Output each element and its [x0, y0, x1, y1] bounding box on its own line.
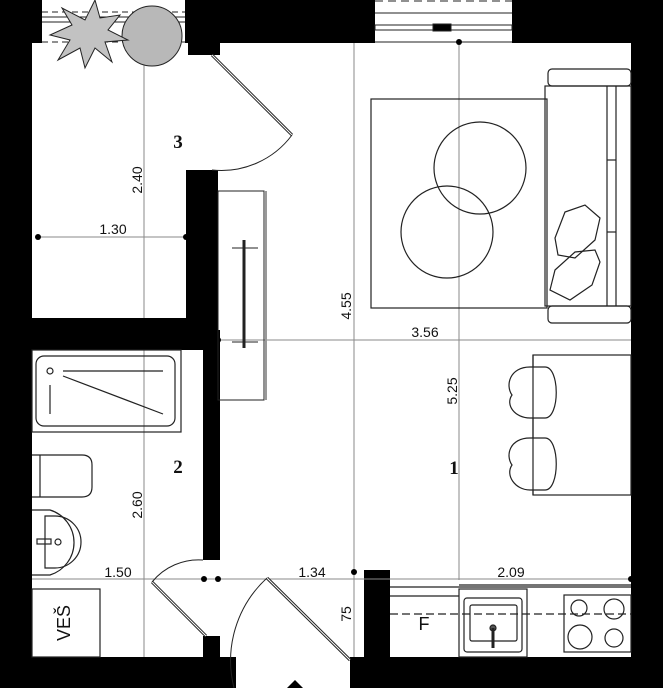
door-bathroom: [150, 559, 208, 638]
kitchen-counter: [390, 584, 632, 658]
room-label-1: 1: [449, 458, 459, 479]
door-entry: [230, 576, 352, 688]
door-room3: [210, 53, 294, 171]
wall-bath-right: [203, 330, 220, 560]
plant-round-icon: [121, 5, 183, 67]
dim-living-height: 4.55: [338, 292, 354, 319]
bathtub: [31, 349, 182, 433]
dim-kitchen-width: 2.09: [497, 564, 524, 580]
wardrobe: [217, 190, 267, 401]
toilet: [32, 454, 93, 498]
wall-entry-stub-left: [203, 636, 220, 658]
window-top-right: [374, 0, 513, 43]
bathroom-sink: [32, 509, 82, 576]
dimension-dots: [35, 39, 634, 582]
dim-hall-width: 1.34: [298, 564, 325, 580]
wall-entry-stub-right: [364, 570, 390, 660]
dim-kitchen-height: 5.25: [444, 377, 460, 404]
wall-top-left: [0, 0, 42, 43]
dim-living-width: 3.56: [411, 324, 438, 340]
dim-room3-height: 2.40: [129, 166, 145, 193]
dimension-lines: [32, 42, 631, 657]
plant-leafy-icon: [48, 0, 130, 70]
wall-room3-stub: [188, 43, 220, 55]
wall-room3-right: [186, 170, 218, 350]
room-label-2: 2: [173, 457, 183, 478]
wall-bottom-left: [0, 657, 236, 688]
kitchen-sink: [458, 588, 528, 658]
dining-table: [508, 354, 632, 496]
fridge-label: F: [419, 614, 430, 634]
stove: [563, 594, 632, 653]
laundry-label: VEŠ: [53, 605, 74, 641]
dim-entry-depth: 75: [338, 606, 354, 622]
rug: [370, 98, 548, 309]
dim-room3-width: 1.30: [99, 221, 126, 237]
dim-bath-height: 2.60: [129, 491, 145, 518]
plant-decoration: [48, 0, 183, 70]
entry-arrow-icon: [287, 680, 303, 688]
wall-bottom-right: [350, 657, 663, 688]
wall-left: [0, 0, 32, 688]
dim-bath-width: 1.50: [104, 564, 131, 580]
wall-right: [631, 0, 663, 688]
sofa: [544, 68, 632, 324]
room-label-3: 3: [173, 132, 183, 153]
wall-top-mid: [185, 0, 375, 43]
laundry-cabinet: [31, 588, 101, 658]
